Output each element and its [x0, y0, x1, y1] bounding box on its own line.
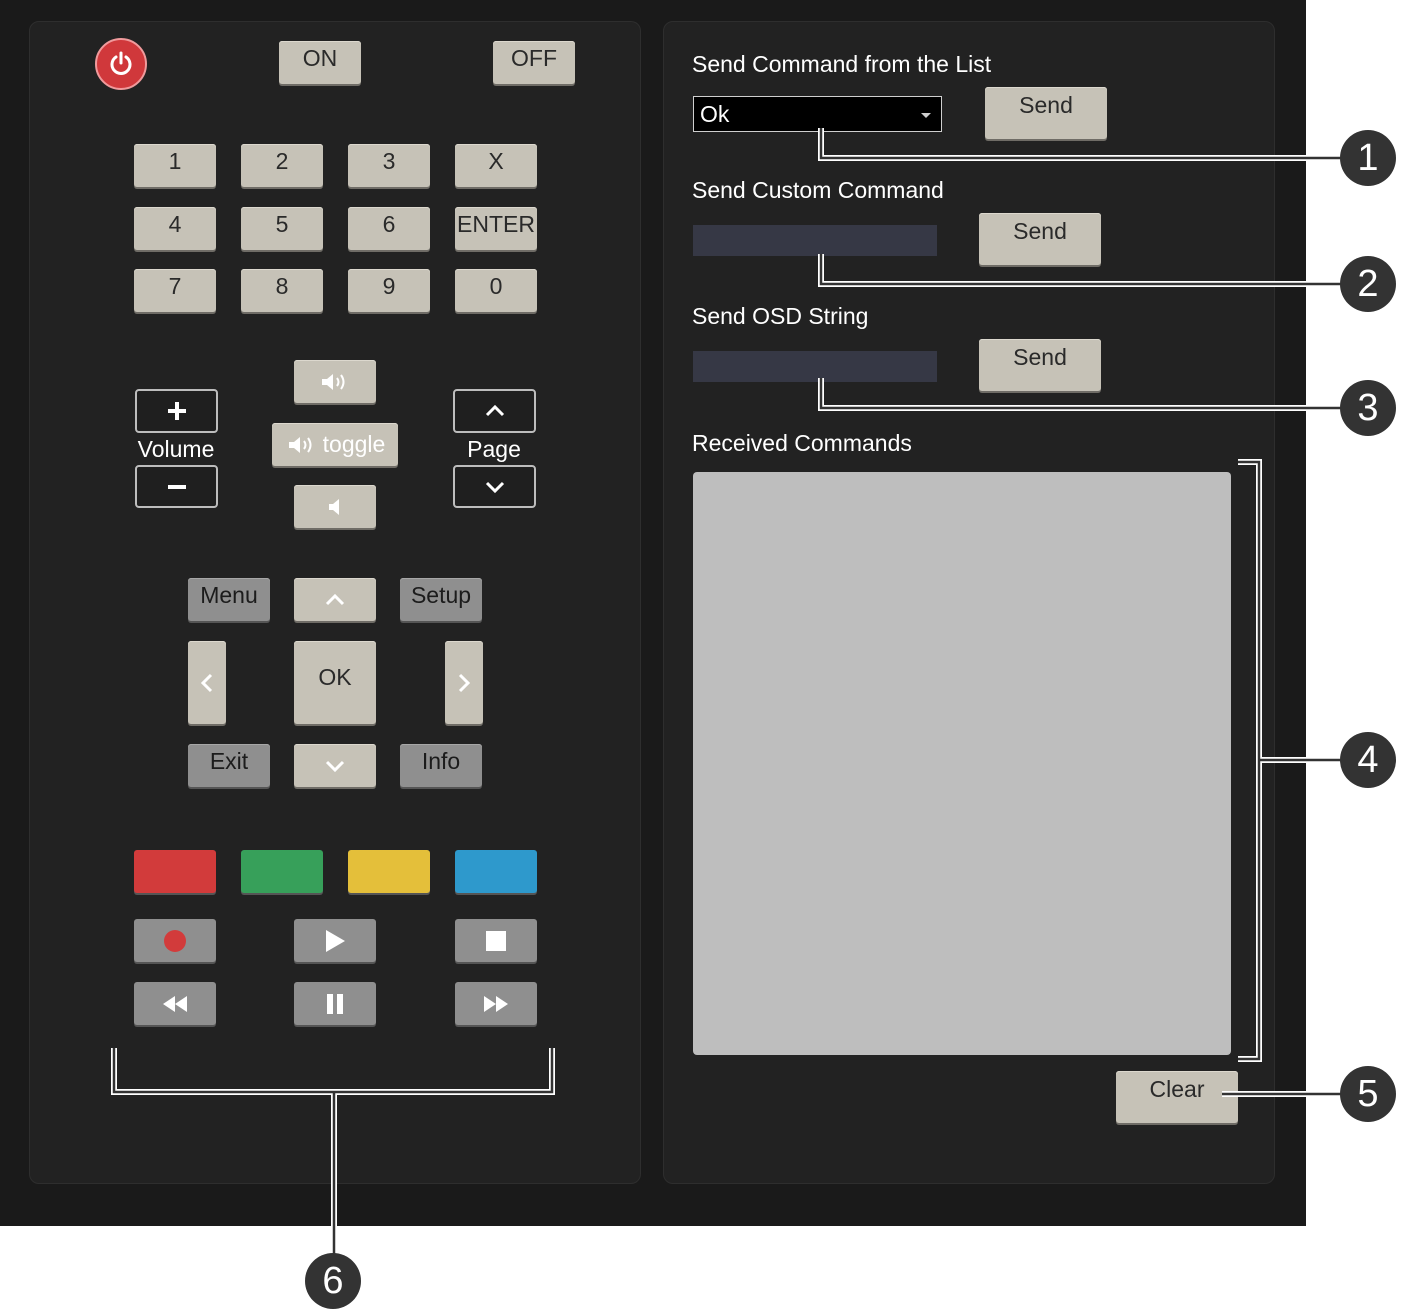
- callout-5: 5: [1340, 1066, 1396, 1122]
- arrow-up-icon: [325, 593, 345, 605]
- page-label: Page: [467, 436, 521, 462]
- power-button[interactable]: [95, 38, 147, 90]
- clear-button[interactable]: Clear: [1116, 1071, 1238, 1123]
- command-select[interactable]: Ok: [693, 96, 942, 132]
- key-8-button[interactable]: 8: [241, 269, 323, 312]
- key-4-button[interactable]: 4: [134, 207, 216, 250]
- rewind-button[interactable]: [134, 982, 216, 1025]
- fast-forward-icon: [484, 995, 508, 1012]
- send-list-title: Send Command from the List: [692, 51, 992, 77]
- key-9-button[interactable]: 9: [348, 269, 430, 312]
- volume-down-button[interactable]: [135, 465, 218, 508]
- red-key-button[interactable]: [134, 850, 216, 893]
- nav-down-button[interactable]: [294, 744, 376, 787]
- play-icon: [326, 929, 345, 952]
- key-2-button[interactable]: 2: [241, 144, 323, 187]
- rewind-icon: [163, 995, 187, 1012]
- callout-6: 6: [305, 1253, 361, 1309]
- callout-1: 1: [1340, 130, 1396, 186]
- callout-3: 3: [1340, 380, 1396, 436]
- key-6-button[interactable]: 6: [348, 207, 430, 250]
- volume-down-icon: [329, 498, 339, 515]
- volume-up-icon: [322, 373, 345, 390]
- page-down-button[interactable]: [453, 465, 536, 508]
- received-commands-title: Received Commands: [692, 430, 912, 456]
- minus-icon: [167, 484, 186, 489]
- volume-label: Volume: [137, 436, 215, 462]
- info-button[interactable]: Info: [400, 744, 482, 787]
- custom-command-input[interactable]: [693, 225, 937, 256]
- ok-button[interactable]: OK: [294, 641, 376, 724]
- stop-button[interactable]: [455, 919, 537, 962]
- arrow-right-icon: [458, 673, 471, 692]
- callout-4: 4: [1340, 732, 1396, 788]
- key-5-button[interactable]: 5: [241, 207, 323, 250]
- send-custom-button[interactable]: Send: [979, 213, 1101, 265]
- command-select-value: Ok: [700, 100, 730, 127]
- app-window: ON OFF 1 2 3 X 4 5 6 ENTER 7 8 9 0 Volum…: [0, 0, 1306, 1226]
- setup-button[interactable]: Setup: [400, 578, 482, 621]
- play-button[interactable]: [294, 919, 376, 962]
- nav-left-button[interactable]: [188, 641, 226, 724]
- chevron-down-icon: [485, 481, 504, 493]
- nav-up-button[interactable]: [294, 578, 376, 621]
- key-enter-button[interactable]: ENTER: [455, 207, 537, 250]
- green-key-button[interactable]: [241, 850, 323, 893]
- off-button[interactable]: OFF: [493, 41, 575, 84]
- speaker-down-button[interactable]: [294, 485, 376, 528]
- arrow-left-icon: [200, 673, 213, 692]
- plus-icon: [167, 402, 186, 420]
- speaker-toggle-button[interactable]: toggle: [272, 423, 398, 466]
- pause-icon: [327, 993, 343, 1014]
- yellow-key-button[interactable]: [348, 850, 430, 893]
- volume-up-button[interactable]: [135, 389, 218, 433]
- key-0-button[interactable]: 0: [455, 269, 537, 312]
- on-button[interactable]: ON: [279, 41, 361, 84]
- send-osd-button[interactable]: Send: [979, 339, 1101, 391]
- key-x-button[interactable]: X: [455, 144, 537, 187]
- send-list-button[interactable]: Send: [985, 87, 1107, 139]
- record-icon: [164, 929, 186, 952]
- received-commands-box[interactable]: [693, 472, 1231, 1055]
- speaker-up-button[interactable]: [294, 360, 376, 403]
- arrow-down-icon: [325, 760, 345, 772]
- key-1-button[interactable]: 1: [134, 144, 216, 187]
- page-up-button[interactable]: [453, 389, 536, 433]
- record-button[interactable]: [134, 919, 216, 962]
- pause-button[interactable]: [294, 982, 376, 1025]
- fast-forward-button[interactable]: [455, 982, 537, 1025]
- chevron-up-icon: [485, 404, 504, 417]
- menu-button[interactable]: Menu: [188, 578, 270, 621]
- blue-key-button[interactable]: [455, 850, 537, 893]
- stop-icon: [486, 930, 506, 951]
- exit-button[interactable]: Exit: [188, 744, 270, 787]
- key-7-button[interactable]: 7: [134, 269, 216, 312]
- osd-string-title: Send OSD String: [692, 303, 869, 329]
- nav-right-button[interactable]: [445, 641, 483, 724]
- toggle-label: toggle: [322, 431, 386, 457]
- key-3-button[interactable]: 3: [348, 144, 430, 187]
- dropdown-arrow-icon: [921, 113, 931, 118]
- callout-2: 2: [1340, 256, 1396, 312]
- custom-command-title: Send Custom Command: [692, 177, 944, 203]
- speaker-toggle-icon: [288, 436, 312, 453]
- osd-string-input[interactable]: [693, 351, 937, 382]
- power-icon: [110, 51, 132, 75]
